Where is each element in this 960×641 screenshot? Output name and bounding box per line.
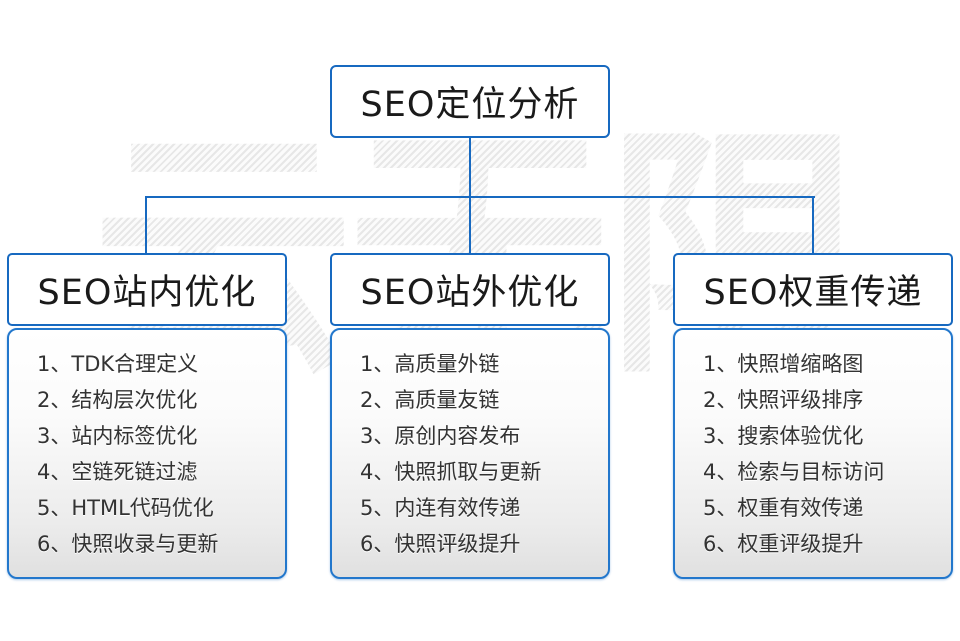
connector-drop-col1 bbox=[145, 196, 147, 253]
column3-list-panel: 1、快照增缩略图 2、快照评级排序 3、搜索体验优化 4、检索与目标访问 5、权… bbox=[673, 328, 953, 579]
list-item: 4、快照抓取与更新 bbox=[360, 460, 542, 484]
list-item: 3、站内标签优化 bbox=[37, 424, 198, 448]
column1-list-panel: 1、TDK合理定义 2、结构层次优化 3、站内标签优化 4、空链死链过滤 5、H… bbox=[7, 328, 287, 579]
connector-drop-col2 bbox=[469, 196, 471, 253]
list-item: 5、HTML代码优化 bbox=[37, 496, 214, 520]
list-item: 4、检索与目标访问 bbox=[703, 460, 885, 484]
root-node-label: SEO定位分析 bbox=[360, 85, 580, 125]
root-node: SEO定位分析 bbox=[330, 65, 610, 138]
list-item: 2、快照评级排序 bbox=[703, 388, 864, 412]
list-item: 6、快照收录与更新 bbox=[37, 532, 219, 556]
column2-header-label: SEO站外优化 bbox=[360, 273, 580, 313]
connector-root-drop bbox=[469, 138, 471, 196]
list-item: 3、搜索体验优化 bbox=[703, 424, 864, 448]
list-item: 1、高质量外链 bbox=[360, 352, 500, 376]
column2-header-node: SEO站外优化 bbox=[330, 253, 610, 326]
connector-drop-col3 bbox=[812, 196, 814, 253]
list-item: 2、结构层次优化 bbox=[37, 388, 198, 412]
list-item: 5、内连有效传递 bbox=[360, 496, 521, 520]
list-item: 3、原创内容发布 bbox=[360, 424, 521, 448]
list-item: 6、快照评级提升 bbox=[360, 532, 521, 556]
list-item: 6、权重评级提升 bbox=[703, 532, 864, 556]
list-item: 4、空链死链过滤 bbox=[37, 460, 198, 484]
list-item: 5、权重有效传递 bbox=[703, 496, 864, 520]
connector-horizontal-rail bbox=[145, 196, 815, 198]
column3-header-node: SEO权重传递 bbox=[673, 253, 953, 326]
list-item: 1、TDK合理定义 bbox=[37, 352, 199, 376]
column1-header-label: SEO站内优化 bbox=[37, 273, 257, 313]
list-item: 2、高质量友链 bbox=[360, 388, 500, 412]
column1-header-node: SEO站内优化 bbox=[7, 253, 287, 326]
column2-list-panel: 1、高质量外链 2、高质量友链 3、原创内容发布 4、快照抓取与更新 5、内连有… bbox=[330, 328, 610, 579]
list-item: 1、快照增缩略图 bbox=[703, 352, 864, 376]
column3-header-label: SEO权重传递 bbox=[703, 273, 923, 313]
